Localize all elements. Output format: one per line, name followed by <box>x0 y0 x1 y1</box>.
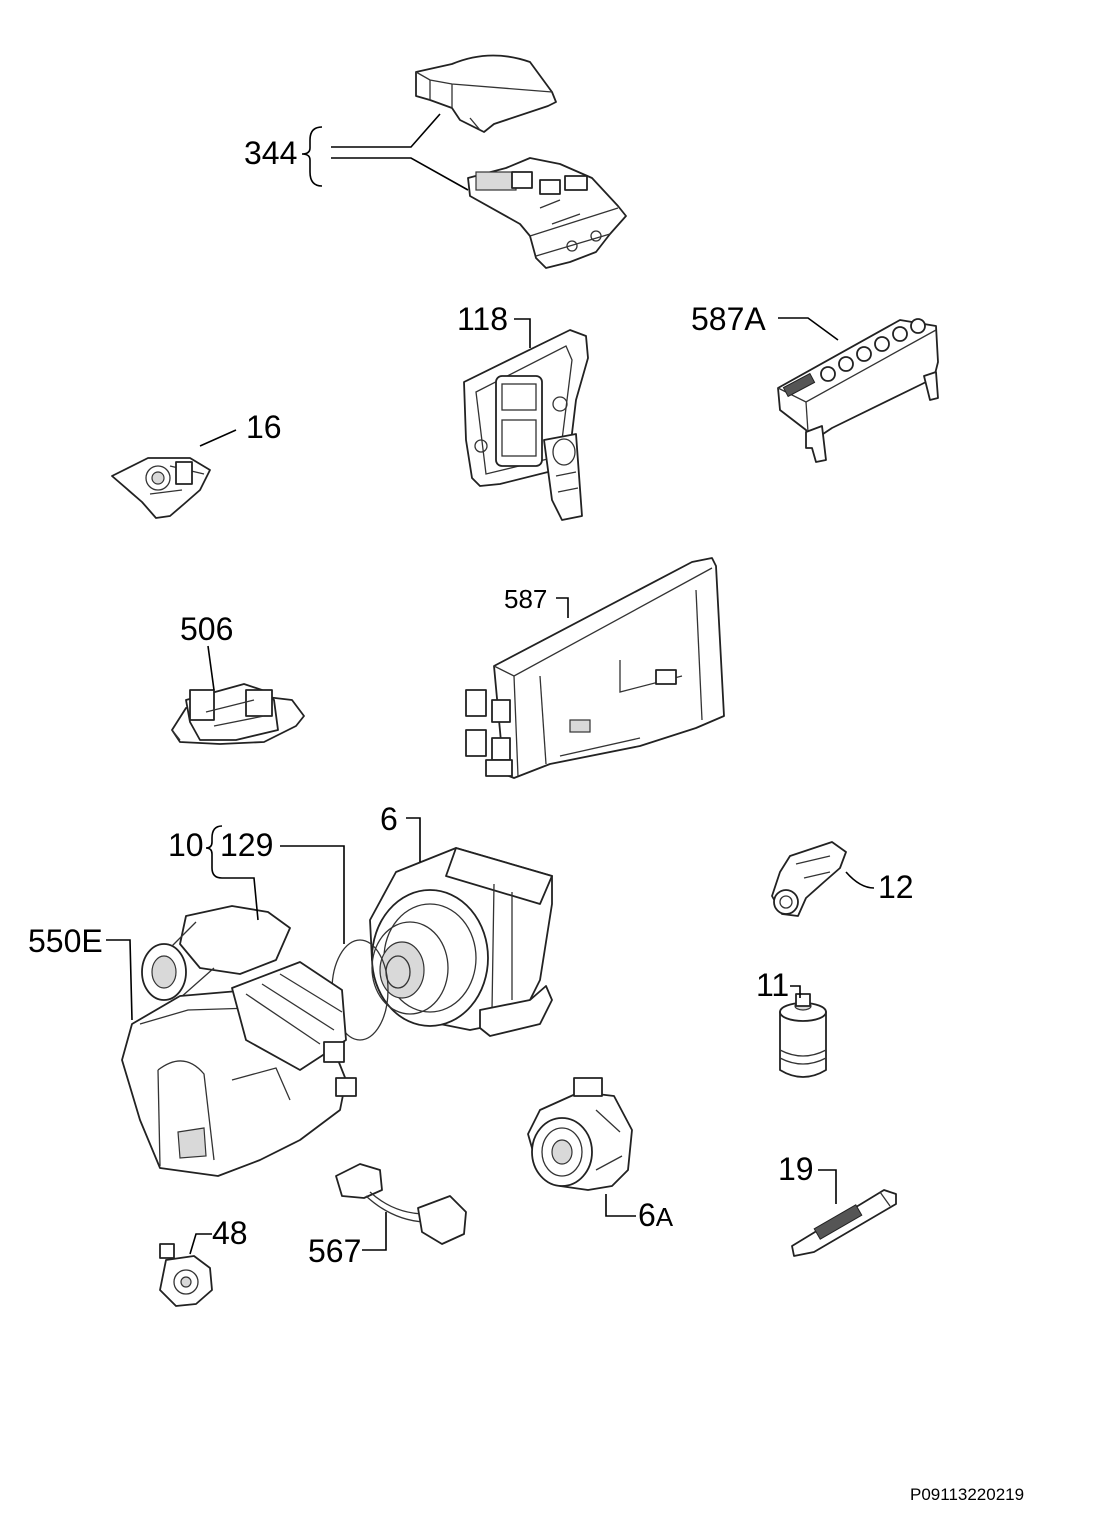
leader-587A <box>778 317 839 341</box>
part-label-506[interactable]: 506 <box>180 611 233 647</box>
part-344-drawing[interactable] <box>415 54 627 269</box>
leader-11 <box>790 985 801 998</box>
part-12-drawing[interactable] <box>771 841 847 917</box>
part-6A-drawing[interactable] <box>527 1077 633 1191</box>
part-label-118[interactable]: 118 <box>457 301 508 337</box>
part-label-12[interactable]: 12 <box>878 869 914 905</box>
leader-6A <box>605 1194 636 1217</box>
part-label-567[interactable]: 567 <box>308 1233 361 1269</box>
part-6-drawing[interactable] <box>369 847 553 1037</box>
leader-10 <box>205 825 259 921</box>
part-587-drawing[interactable] <box>465 557 725 779</box>
part-label-16[interactable]: 16 <box>246 409 282 445</box>
part-16-drawing[interactable] <box>111 457 211 519</box>
part-label-48[interactable]: 48 <box>212 1215 248 1251</box>
part-label-129[interactable]: 129 <box>220 827 273 863</box>
part-label-587[interactable]: 587 <box>504 584 547 614</box>
part-48-drawing[interactable] <box>159 1243 213 1307</box>
leader-118 <box>514 318 531 348</box>
leader-6 <box>406 817 421 862</box>
part-label-11[interactable]: 11 <box>756 967 789 1003</box>
leader-12 <box>845 871 875 889</box>
leader-16 <box>199 429 237 447</box>
part-label-6A[interactable]: 6A <box>638 1197 674 1233</box>
leader-344 <box>301 113 469 191</box>
part-118-drawing[interactable] <box>463 329 589 521</box>
part-label-19[interactable]: 19 <box>778 1151 814 1187</box>
part-label-587A[interactable]: 587A <box>691 301 766 337</box>
part-587A-drawing[interactable] <box>777 318 939 463</box>
leader-506 <box>207 645 215 691</box>
part-label-6[interactable]: 6 <box>380 801 398 837</box>
leader-19 <box>818 1169 837 1204</box>
part-506-drawing[interactable] <box>171 683 305 745</box>
leader-567 <box>362 1212 387 1251</box>
leader-48 <box>189 1233 212 1255</box>
leader-129 <box>280 845 345 944</box>
part-label-6A-suffix: A <box>656 1202 674 1232</box>
part-label-344[interactable]: 344 <box>244 135 297 171</box>
587A-buttons <box>820 318 926 382</box>
part-11-drawing[interactable] <box>779 993 827 1078</box>
part-567-drawing[interactable] <box>335 1163 467 1245</box>
part-label-10[interactable]: 10 <box>168 827 204 863</box>
leader-550E <box>106 939 133 1021</box>
leader-587 <box>556 597 569 618</box>
part-550E-drawing[interactable] <box>121 905 389 1177</box>
part-19-drawing[interactable] <box>791 1189 897 1257</box>
part-label-550E[interactable]: 550E <box>28 923 103 959</box>
drawing-code: P09113220219 <box>910 1485 1024 1504</box>
